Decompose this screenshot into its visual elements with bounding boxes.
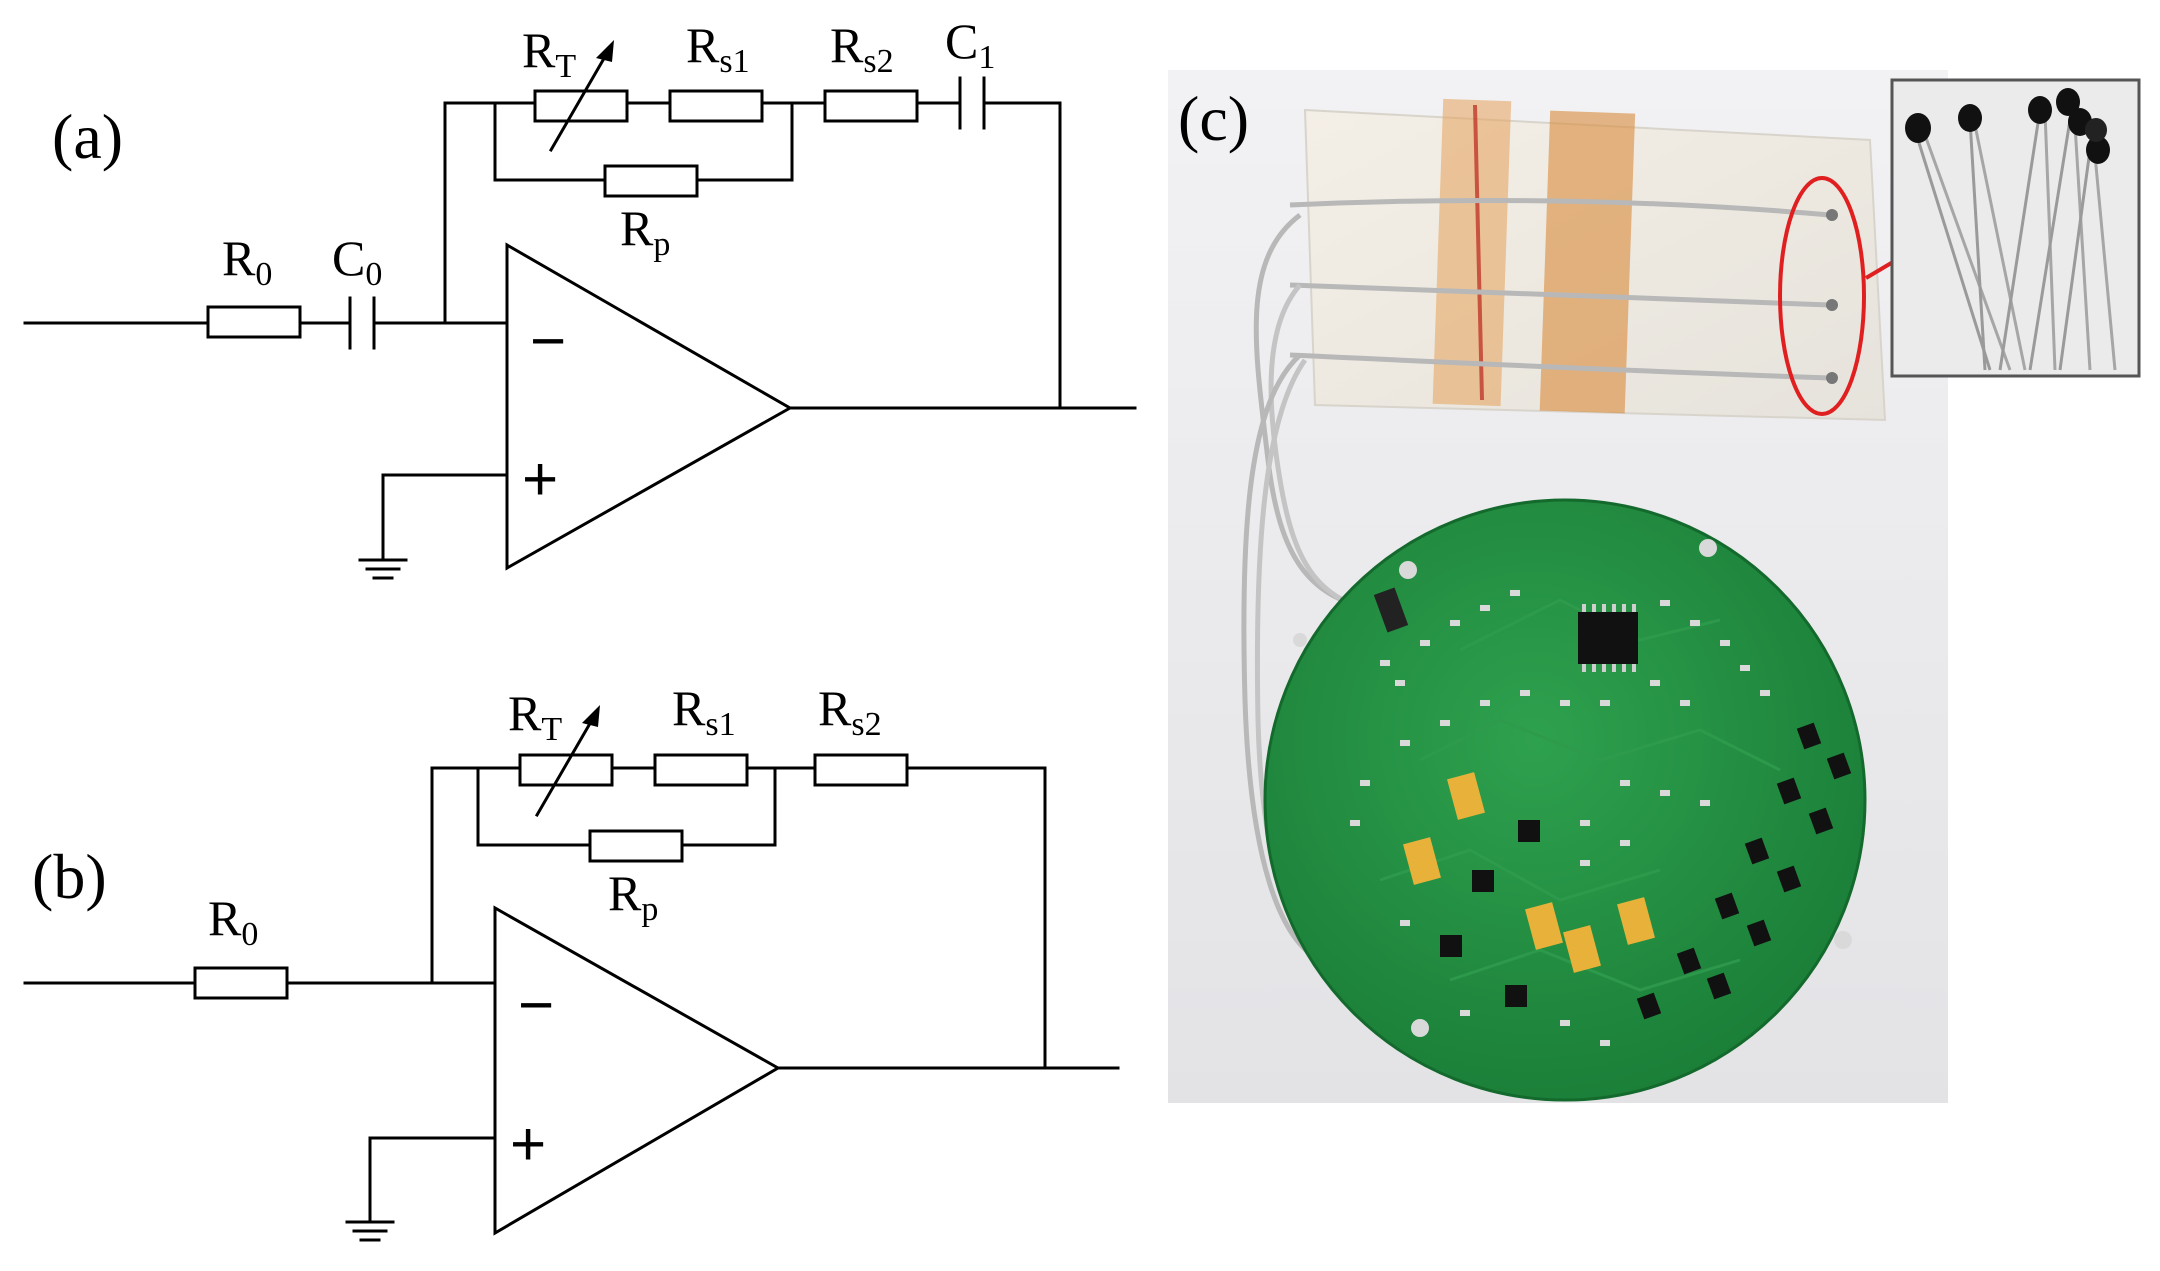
pcb-connector <box>1373 587 1409 633</box>
label-rs2-a: Rs2 <box>830 17 894 80</box>
opamp-minus-b: − <box>518 971 554 1040</box>
label-rs2-b: Rs2 <box>818 680 882 743</box>
resistor-rs1-b <box>653 753 749 787</box>
label-rp-a: Rp <box>620 200 670 263</box>
resistor-rs2-b <box>813 753 909 787</box>
resistor-r0-b <box>193 966 289 1000</box>
label-rp-b: Rp <box>608 865 658 928</box>
resistor-r0-a <box>206 305 302 339</box>
resistor-rs1-a <box>668 89 764 123</box>
sensor-leads <box>1289 198 1838 384</box>
label-rs1-b: Rs1 <box>672 680 736 743</box>
label-r0-a: R0 <box>222 230 272 293</box>
panel-label-b: (b) <box>32 841 107 912</box>
opamp-b <box>493 905 782 1236</box>
thermistor-inset <box>1890 78 2141 378</box>
opamp-plus-b: + <box>510 1110 546 1179</box>
smd-pads <box>1350 590 1770 1046</box>
label-r0-b: R0 <box>208 890 258 953</box>
panel-label-c: (c) <box>1178 83 1249 154</box>
tape-strip-2 <box>1539 110 1636 414</box>
transistor-array <box>1636 722 1852 1020</box>
variable-arrow-b <box>534 710 599 818</box>
tape-strip-1 <box>1432 98 1512 407</box>
panel-label-a: (a) <box>52 101 123 172</box>
opamp-minus-a: − <box>530 307 566 376</box>
resistor-rp-a <box>603 164 699 198</box>
opamp-plus-a: + <box>522 445 558 514</box>
label-rs1-a: Rs1 <box>686 17 750 80</box>
resistor-rp-b <box>588 829 684 863</box>
resistor-rs2-a <box>823 89 919 123</box>
thermistor-rt-b <box>518 753 614 787</box>
circuit-a: (a) − + <box>23 13 1137 580</box>
variable-arrow-a <box>548 45 613 153</box>
main-ic <box>1578 612 1638 664</box>
label-rt-a: RT <box>522 22 576 85</box>
opamp-a <box>505 242 794 571</box>
photo-c: (c) <box>1168 70 2141 1103</box>
label-c0-a: C0 <box>332 230 382 293</box>
label-c1-a: C1 <box>945 13 995 76</box>
tantalum-cap <box>1447 772 1485 820</box>
pcb-board <box>1263 498 1867 1102</box>
highlight-ellipse <box>1778 176 1866 416</box>
circuit-b: (b) − + R0 RT Rs1 Rs2 Rp <box>23 680 1120 1242</box>
label-rt-b: RT <box>508 685 562 748</box>
